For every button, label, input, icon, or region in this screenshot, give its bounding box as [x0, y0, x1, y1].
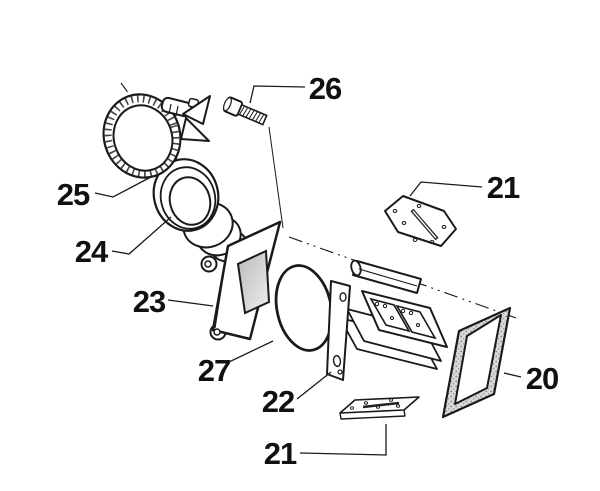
reed-valve-block — [326, 259, 448, 381]
flange-screw-hole — [204, 260, 212, 268]
reed-block-flange — [326, 280, 351, 381]
leader-26 — [249, 85, 306, 104]
callout-25: 25 — [57, 177, 90, 212]
bolt — [222, 96, 268, 126]
callout-21-bottom: 21 — [264, 436, 297, 471]
reed-petal — [395, 304, 437, 340]
leader-24 — [111, 216, 172, 255]
rubber-ring — [152, 158, 220, 232]
bolt-projection-line — [268, 126, 284, 229]
callout-24: 24 — [75, 234, 109, 269]
reed-petal — [369, 297, 411, 333]
leader-lines — [94, 85, 522, 456]
callout-26: 26 — [309, 71, 342, 106]
leader-20 — [503, 372, 522, 378]
bolt-threads — [238, 105, 265, 124]
leader-27 — [228, 340, 274, 363]
callout-22: 22 — [262, 384, 294, 419]
leader-21-bottom — [299, 424, 387, 456]
callout-20: 20 — [526, 361, 558, 396]
assembly-centerline-right — [288, 236, 517, 319]
intake-manifold-flange — [200, 220, 282, 341]
callout-27: 27 — [198, 353, 230, 388]
leader-21-top — [409, 181, 483, 197]
clamp-screw — [160, 95, 211, 142]
callout-21-top: 21 — [487, 170, 520, 205]
manifold-port-window — [236, 249, 271, 315]
leader-22 — [296, 371, 332, 400]
flange-screw-hole — [213, 328, 221, 336]
callout-23: 23 — [133, 284, 166, 319]
reed-plate-top — [384, 195, 457, 247]
gasket — [441, 306, 512, 419]
clamp-band-slots — [104, 95, 180, 177]
reed-plate-bottom — [339, 396, 420, 420]
leader-23 — [167, 299, 214, 307]
hose-clamp — [102, 93, 211, 179]
leader-25 — [94, 177, 150, 198]
